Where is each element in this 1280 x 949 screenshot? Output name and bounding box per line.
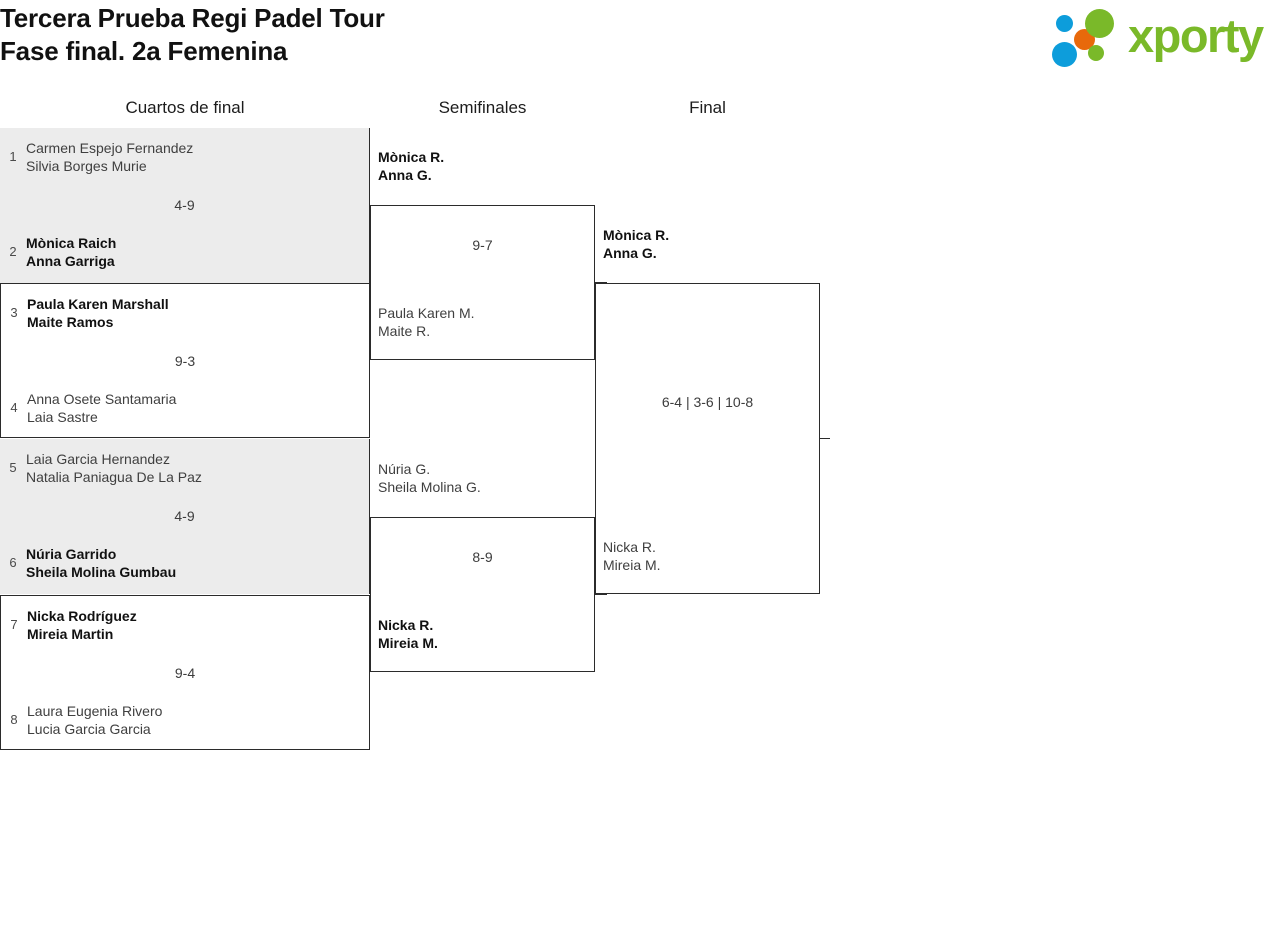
- player-name-2: Natalia Paniagua De La Paz: [26, 469, 202, 485]
- team-names: Laia Garcia Hernandez Natalia Paniagua D…: [26, 450, 202, 486]
- match-score: 9-7: [472, 237, 493, 253]
- match-quarterfinal-4[interactable]: 7 Nicka Rodríguez Mireia Martin 9-4 8 La…: [0, 595, 370, 750]
- player-name-2: Silvia Borges Murie: [26, 158, 147, 174]
- connector-sf1-to-final: [595, 282, 607, 283]
- semifinal-1-team-top[interactable]: Mònica R. Anna G.: [378, 148, 444, 184]
- player-name-1: Mònica R.: [378, 149, 445, 165]
- player-name-1: Mònica R.: [603, 227, 670, 243]
- seed-number: 3: [10, 305, 18, 320]
- player-name-1: Nicka R.: [378, 617, 434, 633]
- match-semifinal-1[interactable]: 9-7: [370, 205, 595, 360]
- player-name-2: Maite Ramos: [27, 314, 114, 330]
- team-names: Núria Garrido Sheila Molina Gumbau: [26, 545, 176, 581]
- semifinal-1-team-bottom[interactable]: Paula Karen M. Maite R.: [378, 304, 475, 340]
- logo-dot-blue-large: [1052, 42, 1077, 67]
- match-team-top[interactable]: 3 Paula Karen Marshall Maite Ramos: [1, 294, 361, 332]
- player-name-2: Anna Garriga: [26, 253, 115, 269]
- round-header-final: Final: [689, 98, 726, 117]
- match-semifinal-2[interactable]: 8-9: [370, 517, 595, 672]
- logo-dots-icon: [1052, 9, 1126, 67]
- round-header-quarterfinals: Cuartos de final: [125, 98, 245, 117]
- xporty-logo[interactable]: xporty: [1052, 6, 1276, 68]
- match-score: 4-9: [174, 197, 195, 213]
- connector-final-to-champion: [820, 438, 830, 439]
- player-name-2: Lucia Garcia Garcia: [27, 721, 151, 737]
- player-name-1: Núria Garrido: [26, 546, 117, 562]
- player-name-1: Laura Eugenia Rivero: [27, 703, 163, 719]
- tournament-bracket: 1 Carmen Espejo Fernandez Silvia Borges …: [0, 128, 830, 758]
- player-name-1: Anna Osete Santamaria: [27, 391, 177, 407]
- player-name-1: Nicka R.: [603, 539, 656, 555]
- seed-number: 7: [10, 617, 18, 632]
- match-team-bottom[interactable]: 4 Anna Osete Santamaria Laia Sastre: [1, 389, 361, 427]
- semifinal-2-team-bottom[interactable]: Nicka R. Mireia M.: [378, 616, 438, 652]
- team-names: Anna Osete Santamaria Laia Sastre: [27, 390, 176, 426]
- final-team-top[interactable]: Mònica R. Anna G.: [603, 226, 669, 262]
- page-title: Tercera Prueba Regi Padel Tour Fase fina…: [0, 3, 385, 66]
- final-team-bottom[interactable]: Nicka R. Mireia M.: [603, 538, 661, 574]
- match-score: 4-9: [174, 508, 195, 524]
- connector-sf2-to-final: [595, 594, 607, 595]
- player-name-1: Carmen Espejo Fernandez: [26, 140, 194, 156]
- player-name-2: Sheila Molina Gumbau: [26, 564, 177, 580]
- match-team-bottom[interactable]: 2 Mònica Raich Anna Garriga: [0, 233, 360, 271]
- player-name-1: Mònica Raich: [26, 235, 117, 251]
- match-score: 9-3: [174, 353, 196, 369]
- team-names: Paula Karen Marshall Maite Ramos: [27, 295, 169, 331]
- logo-dot-blue-small: [1056, 15, 1073, 32]
- match-team-top[interactable]: 7 Nicka Rodríguez Mireia Martin: [1, 606, 361, 644]
- seed-number: 4: [10, 400, 18, 415]
- team-names: Laura Eugenia Rivero Lucia Garcia Garcia: [27, 702, 162, 738]
- team-names: Mònica Raich Anna Garriga: [26, 234, 116, 270]
- logo-wordmark: xporty: [1128, 9, 1264, 62]
- seed-number: 5: [9, 460, 17, 475]
- player-name-2: Mireia Martin: [27, 626, 114, 642]
- team-names: Nicka Rodríguez Mireia Martin: [27, 607, 137, 643]
- player-name-1: Núria G.: [378, 461, 431, 477]
- player-name-2: Mireia M.: [378, 635, 438, 651]
- player-name-2: Anna G.: [378, 167, 432, 183]
- page-header: Tercera Prueba Regi Padel Tour Fase fina…: [0, 0, 1280, 80]
- match-team-top[interactable]: 5 Laia Garcia Hernandez Natalia Paniagua…: [0, 449, 360, 487]
- player-name-1: Laia Garcia Hernandez: [26, 451, 170, 467]
- player-name-2: Mireia M.: [603, 557, 661, 573]
- match-team-bottom[interactable]: 6 Núria Garrido Sheila Molina Gumbau: [0, 544, 360, 582]
- player-name-2: Anna G.: [603, 245, 657, 261]
- seed-number: 1: [9, 149, 17, 164]
- match-quarterfinal-1[interactable]: 1 Carmen Espejo Fernandez Silvia Borges …: [0, 128, 370, 283]
- match-score: 6-4 | 3-6 | 10-8: [661, 394, 754, 410]
- round-header-semifinals: Semifinales: [438, 98, 527, 117]
- logo-dot-green-large: [1085, 9, 1114, 38]
- match-team-top[interactable]: 1 Carmen Espejo Fernandez Silvia Borges …: [0, 138, 360, 176]
- player-name-1: Nicka Rodríguez: [27, 608, 137, 624]
- player-name-2: Maite R.: [378, 323, 431, 339]
- player-name-1: Paula Karen M.: [378, 305, 475, 321]
- player-name-2: Sheila Molina G.: [378, 479, 481, 495]
- match-team-bottom[interactable]: 8 Laura Eugenia Rivero Lucia Garcia Garc…: [1, 701, 361, 739]
- seed-number: 2: [9, 244, 17, 259]
- seed-number: 6: [9, 555, 17, 570]
- team-names: Carmen Espejo Fernandez Silvia Borges Mu…: [26, 139, 193, 175]
- player-name-1: Paula Karen Marshall: [27, 296, 169, 312]
- match-quarterfinal-3[interactable]: 5 Laia Garcia Hernandez Natalia Paniagua…: [0, 439, 370, 594]
- seed-number: 8: [10, 712, 18, 727]
- match-quarterfinal-2[interactable]: 3 Paula Karen Marshall Maite Ramos 9-3 4…: [0, 283, 370, 438]
- player-name-2: Laia Sastre: [27, 409, 98, 425]
- match-score: 8-9: [472, 549, 493, 565]
- logo-dot-green-small: [1088, 45, 1104, 61]
- match-score: 9-4: [174, 665, 196, 681]
- match-final[interactable]: 6-4 | 3-6 | 10-8: [595, 283, 820, 594]
- semifinal-2-team-top[interactable]: Núria G. Sheila Molina G.: [378, 460, 481, 496]
